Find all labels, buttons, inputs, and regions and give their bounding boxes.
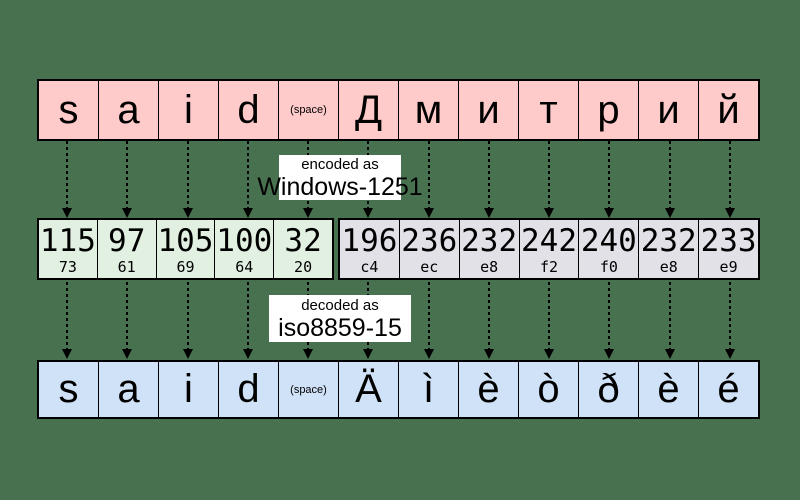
source-char-cell-3: d [218, 81, 278, 139]
decoded-as-label: decoded as iso8859-15 [269, 295, 411, 342]
decoded-char-cell-2: i [158, 362, 218, 417]
target-encoding-name: iso8859-15 [278, 313, 402, 342]
down-arrow [62, 282, 73, 359]
encoded-as-text: encoded as [301, 155, 379, 173]
byte-hex-value: ec [420, 257, 439, 276]
down-arrow [423, 282, 434, 359]
byte-hex-value: 20 [294, 257, 313, 276]
decoded-as-text: decoded as [301, 296, 379, 314]
down-arrow [122, 141, 133, 218]
down-arrow [724, 141, 735, 218]
source-char-cell-7: и [458, 81, 518, 139]
encoded-as-label: encoded as Windows-1251 [257, 155, 423, 200]
source-char-cell-10: и [638, 81, 698, 139]
byte-decimal-value: 232 [640, 222, 697, 259]
byte-decimal-value: 240 [580, 222, 637, 259]
source-char-cell-11: й [698, 81, 758, 139]
byte-hex-value: 61 [117, 257, 136, 276]
decoded-char-cell-0: s [58, 367, 79, 411]
decoded-char-cell-3: d [218, 362, 278, 417]
byte-hex-value: 64 [235, 257, 254, 276]
byte-hex-value: e8 [480, 257, 499, 276]
source-char-cell-5: Д [338, 81, 398, 139]
down-arrow [122, 282, 133, 359]
byte-decimal-value: 196 [341, 222, 398, 259]
byte-decimal-value: 233 [700, 222, 757, 259]
down-arrow [664, 282, 675, 359]
decoded-char-cell-4: (space) [278, 362, 338, 417]
source-char-cell-8: т [518, 81, 578, 139]
byte-decimal-value: 232 [461, 222, 518, 259]
byte-hex-value: f2 [539, 257, 559, 276]
down-arrow [483, 141, 494, 218]
byte-hex-value: e9 [719, 257, 738, 276]
byte-decimal-value: 32 [284, 222, 322, 259]
down-arrow [544, 141, 555, 218]
byte-decimal-value: 236 [401, 222, 458, 259]
byte-decimal-value: 242 [521, 222, 577, 259]
decoded-char-cell-10: è [638, 362, 698, 417]
source-char-cell-0: s [58, 87, 79, 132]
down-arrow [664, 141, 675, 218]
byte-hex-value: c4 [360, 257, 379, 276]
down-arrow [483, 282, 494, 359]
source-char-cell-6: м [398, 81, 458, 139]
source-encoding-name: Windows-1251 [257, 172, 423, 201]
byte-hex-value: 73 [58, 257, 77, 276]
down-arrow [182, 141, 193, 218]
decoded-char-cell-11: é [698, 362, 758, 417]
decoded-char-cell-9: ð [578, 362, 638, 417]
byte-decimal-value: 100 [216, 222, 273, 259]
byte-decimal-value: 97 [108, 222, 146, 259]
down-arrow [604, 282, 615, 359]
down-arrow [724, 282, 735, 359]
decoded-char-cell-6: ì [398, 362, 458, 417]
source-char-cell-4: (space) [278, 81, 338, 139]
decoded-char-cell-5: Ä [338, 362, 398, 417]
down-arrow [62, 141, 73, 218]
source-char-cell-1: a [98, 81, 158, 139]
down-arrow [604, 141, 615, 218]
down-arrow [242, 141, 253, 218]
byte-decimal-value: 105 [157, 222, 214, 259]
source-char-cell-9: р [578, 81, 638, 139]
byte-hex-value: f0 [599, 257, 618, 276]
byte-hex-value: e8 [659, 257, 678, 276]
source-char-cell-2: i [158, 81, 218, 139]
down-arrow [544, 282, 555, 359]
down-arrow [182, 282, 193, 359]
down-arrow [242, 282, 253, 359]
decoded-char-cell-7: è [458, 362, 518, 417]
decoded-char-cell-1: a [98, 362, 158, 417]
decoded-char-cell-8: ò [518, 362, 578, 417]
down-arrow [423, 141, 434, 218]
byte-decimal-value: 115 [39, 222, 96, 259]
byte-hex-value: 69 [176, 257, 195, 276]
